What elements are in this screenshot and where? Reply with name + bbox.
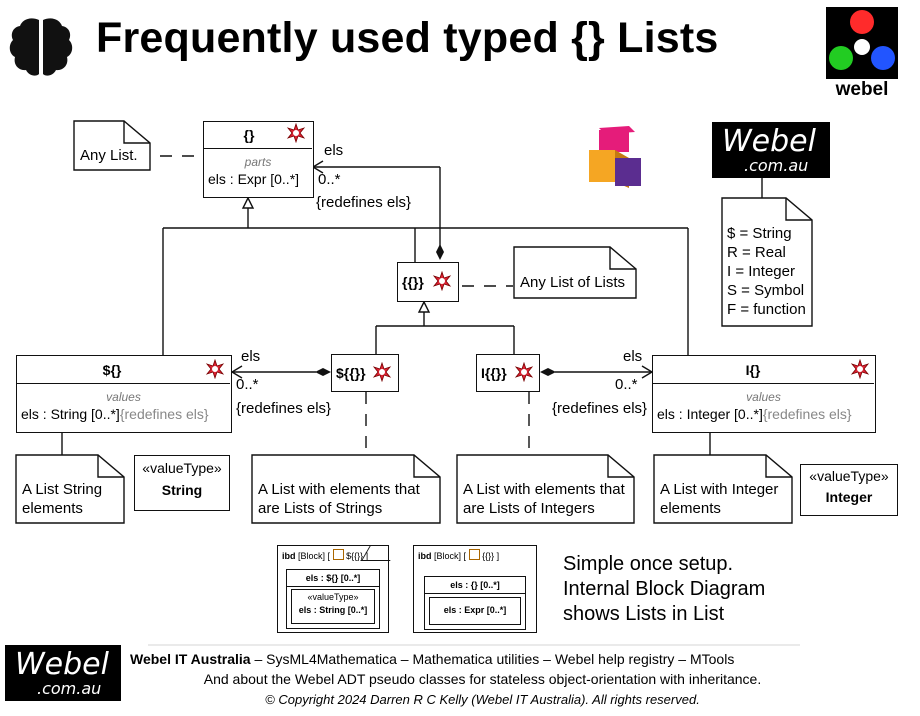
brain-icon bbox=[9, 18, 73, 76]
block-property: els : Integer [0..*] bbox=[657, 406, 763, 422]
assoc-left-constraint: {redefines els} bbox=[236, 400, 332, 417]
block-list-of-lists[interactable]: {{}} bbox=[397, 262, 459, 302]
block-star-icon bbox=[372, 362, 392, 382]
block-property: els : String [0..*] bbox=[21, 406, 120, 422]
assoc-left-mult: 0..* bbox=[236, 376, 259, 393]
sysml-logo-icon bbox=[589, 126, 641, 188]
webel-logo-label: webel bbox=[835, 79, 889, 100]
block-icon bbox=[468, 549, 480, 560]
assoc-top-role: els bbox=[324, 142, 344, 159]
block-icon bbox=[332, 549, 344, 560]
block-name: ${{}} bbox=[336, 365, 366, 381]
assoc-right-constraint: {redefines els} bbox=[552, 400, 648, 417]
block-star-icon bbox=[850, 359, 870, 379]
block-property: els : Expr [0..*] bbox=[208, 171, 300, 187]
webel-badge-bottom: .com.au bbox=[744, 156, 809, 175]
ibd-part[interactable]: els : {} [0..*] els : Expr [0..*] bbox=[424, 576, 526, 630]
ibd-inner-part[interactable]: els : Expr [0..*] bbox=[429, 597, 521, 625]
webel-badge-top: Webel bbox=[15, 647, 109, 682]
note-string-list-list: A List with elements that are Lists of S… bbox=[258, 481, 420, 517]
ibd-inner-part[interactable]: «valueType» els : String [0..*] bbox=[291, 589, 375, 624]
rgb-circles-icon bbox=[829, 10, 895, 70]
block-string-list-list[interactable]: ${{}} bbox=[331, 354, 399, 392]
note-int-list-list: A List with elements that are Lists of I… bbox=[463, 481, 625, 517]
note-legend: $ = String R = Real I = Integer S = Symb… bbox=[727, 225, 806, 318]
note-any-list: Any List. bbox=[80, 147, 138, 164]
valuetype-integer[interactable]: «valueType» Integer bbox=[800, 464, 898, 516]
block-redefines: {redefines els} bbox=[762, 406, 852, 422]
block-string-list[interactable]: ${} values els : String [0..*]{redefines… bbox=[16, 355, 232, 433]
block-star-icon bbox=[514, 362, 534, 382]
footer-line2: And about the Webel ADT pseudo classes f… bbox=[203, 671, 762, 687]
valuetype-name: String bbox=[161, 482, 203, 498]
assoc-left-role: els bbox=[241, 348, 261, 365]
note-int-list: A List with Integer elements bbox=[660, 481, 779, 517]
valuetype-stereotype: «valueType» bbox=[142, 460, 222, 476]
block-int-list-list[interactable]: I{{}} bbox=[476, 354, 540, 392]
setup-text: Simple once setup. Internal Block Diagra… bbox=[563, 553, 766, 625]
valuetype-string[interactable]: «valueType» String bbox=[134, 455, 230, 511]
block-star-icon bbox=[432, 271, 452, 291]
block-star-icon bbox=[286, 123, 306, 143]
webel-logo: webel bbox=[826, 7, 898, 103]
block-star-icon bbox=[205, 359, 225, 379]
webel-badge: Webel .com.au bbox=[712, 122, 830, 178]
valuetype-name: Integer bbox=[825, 489, 873, 505]
block-name: I{{}} bbox=[481, 365, 507, 381]
block-name: {{}} bbox=[402, 274, 424, 290]
note-string-list: A List String elements bbox=[22, 481, 103, 517]
block-redefines: {redefines els} bbox=[119, 406, 209, 422]
footer-copyright: © Copyright 2024 Darren R C Kelly (Webel… bbox=[265, 692, 700, 707]
block-name: I{} bbox=[745, 362, 761, 378]
assoc-right-mult: 0..* bbox=[615, 376, 638, 393]
compartment-label: parts bbox=[244, 155, 272, 169]
compartment-label: values bbox=[106, 390, 141, 404]
note-any-list-of-lists: Any List of Lists bbox=[520, 274, 626, 291]
assoc-top-constraint: {redefines els} bbox=[316, 194, 412, 211]
block-name: ${} bbox=[102, 362, 122, 378]
ibd-right[interactable]: ibd [Block] [ {{}} ] els : {} [0..*] els… bbox=[413, 545, 537, 633]
assoc-top-mult: 0..* bbox=[318, 171, 341, 188]
ibd-part[interactable]: els : ${} [0..*] «valueType» els : Strin… bbox=[286, 569, 380, 629]
compartment-label: values bbox=[746, 390, 781, 404]
webel-badge-footer: Webel .com.au bbox=[5, 645, 121, 701]
webel-badge-bottom: .com.au bbox=[37, 679, 102, 698]
webel-badge-top: Webel bbox=[722, 124, 816, 159]
assoc-right-role: els bbox=[623, 348, 643, 365]
ibd-frame-label: ibd [Block] [ {{}} ] bbox=[418, 549, 500, 561]
sysml-logo bbox=[585, 124, 647, 190]
valuetype-stereotype: «valueType» bbox=[809, 468, 889, 484]
block-name: {} bbox=[243, 127, 255, 143]
ibd-frame-label: ibd [Block] [ ${{}} ] bbox=[282, 549, 369, 561]
block-int-list[interactable]: I{} values els : Integer [0..*]{redefine… bbox=[652, 355, 876, 433]
footer-line1: Webel IT Australia – SysML4Mathematica –… bbox=[130, 651, 735, 667]
page-title: Frequently used typed {} Lists bbox=[96, 14, 719, 62]
ibd-left[interactable]: ibd [Block] [ ${{}} ] els : ${} [0..*] «… bbox=[277, 545, 399, 633]
